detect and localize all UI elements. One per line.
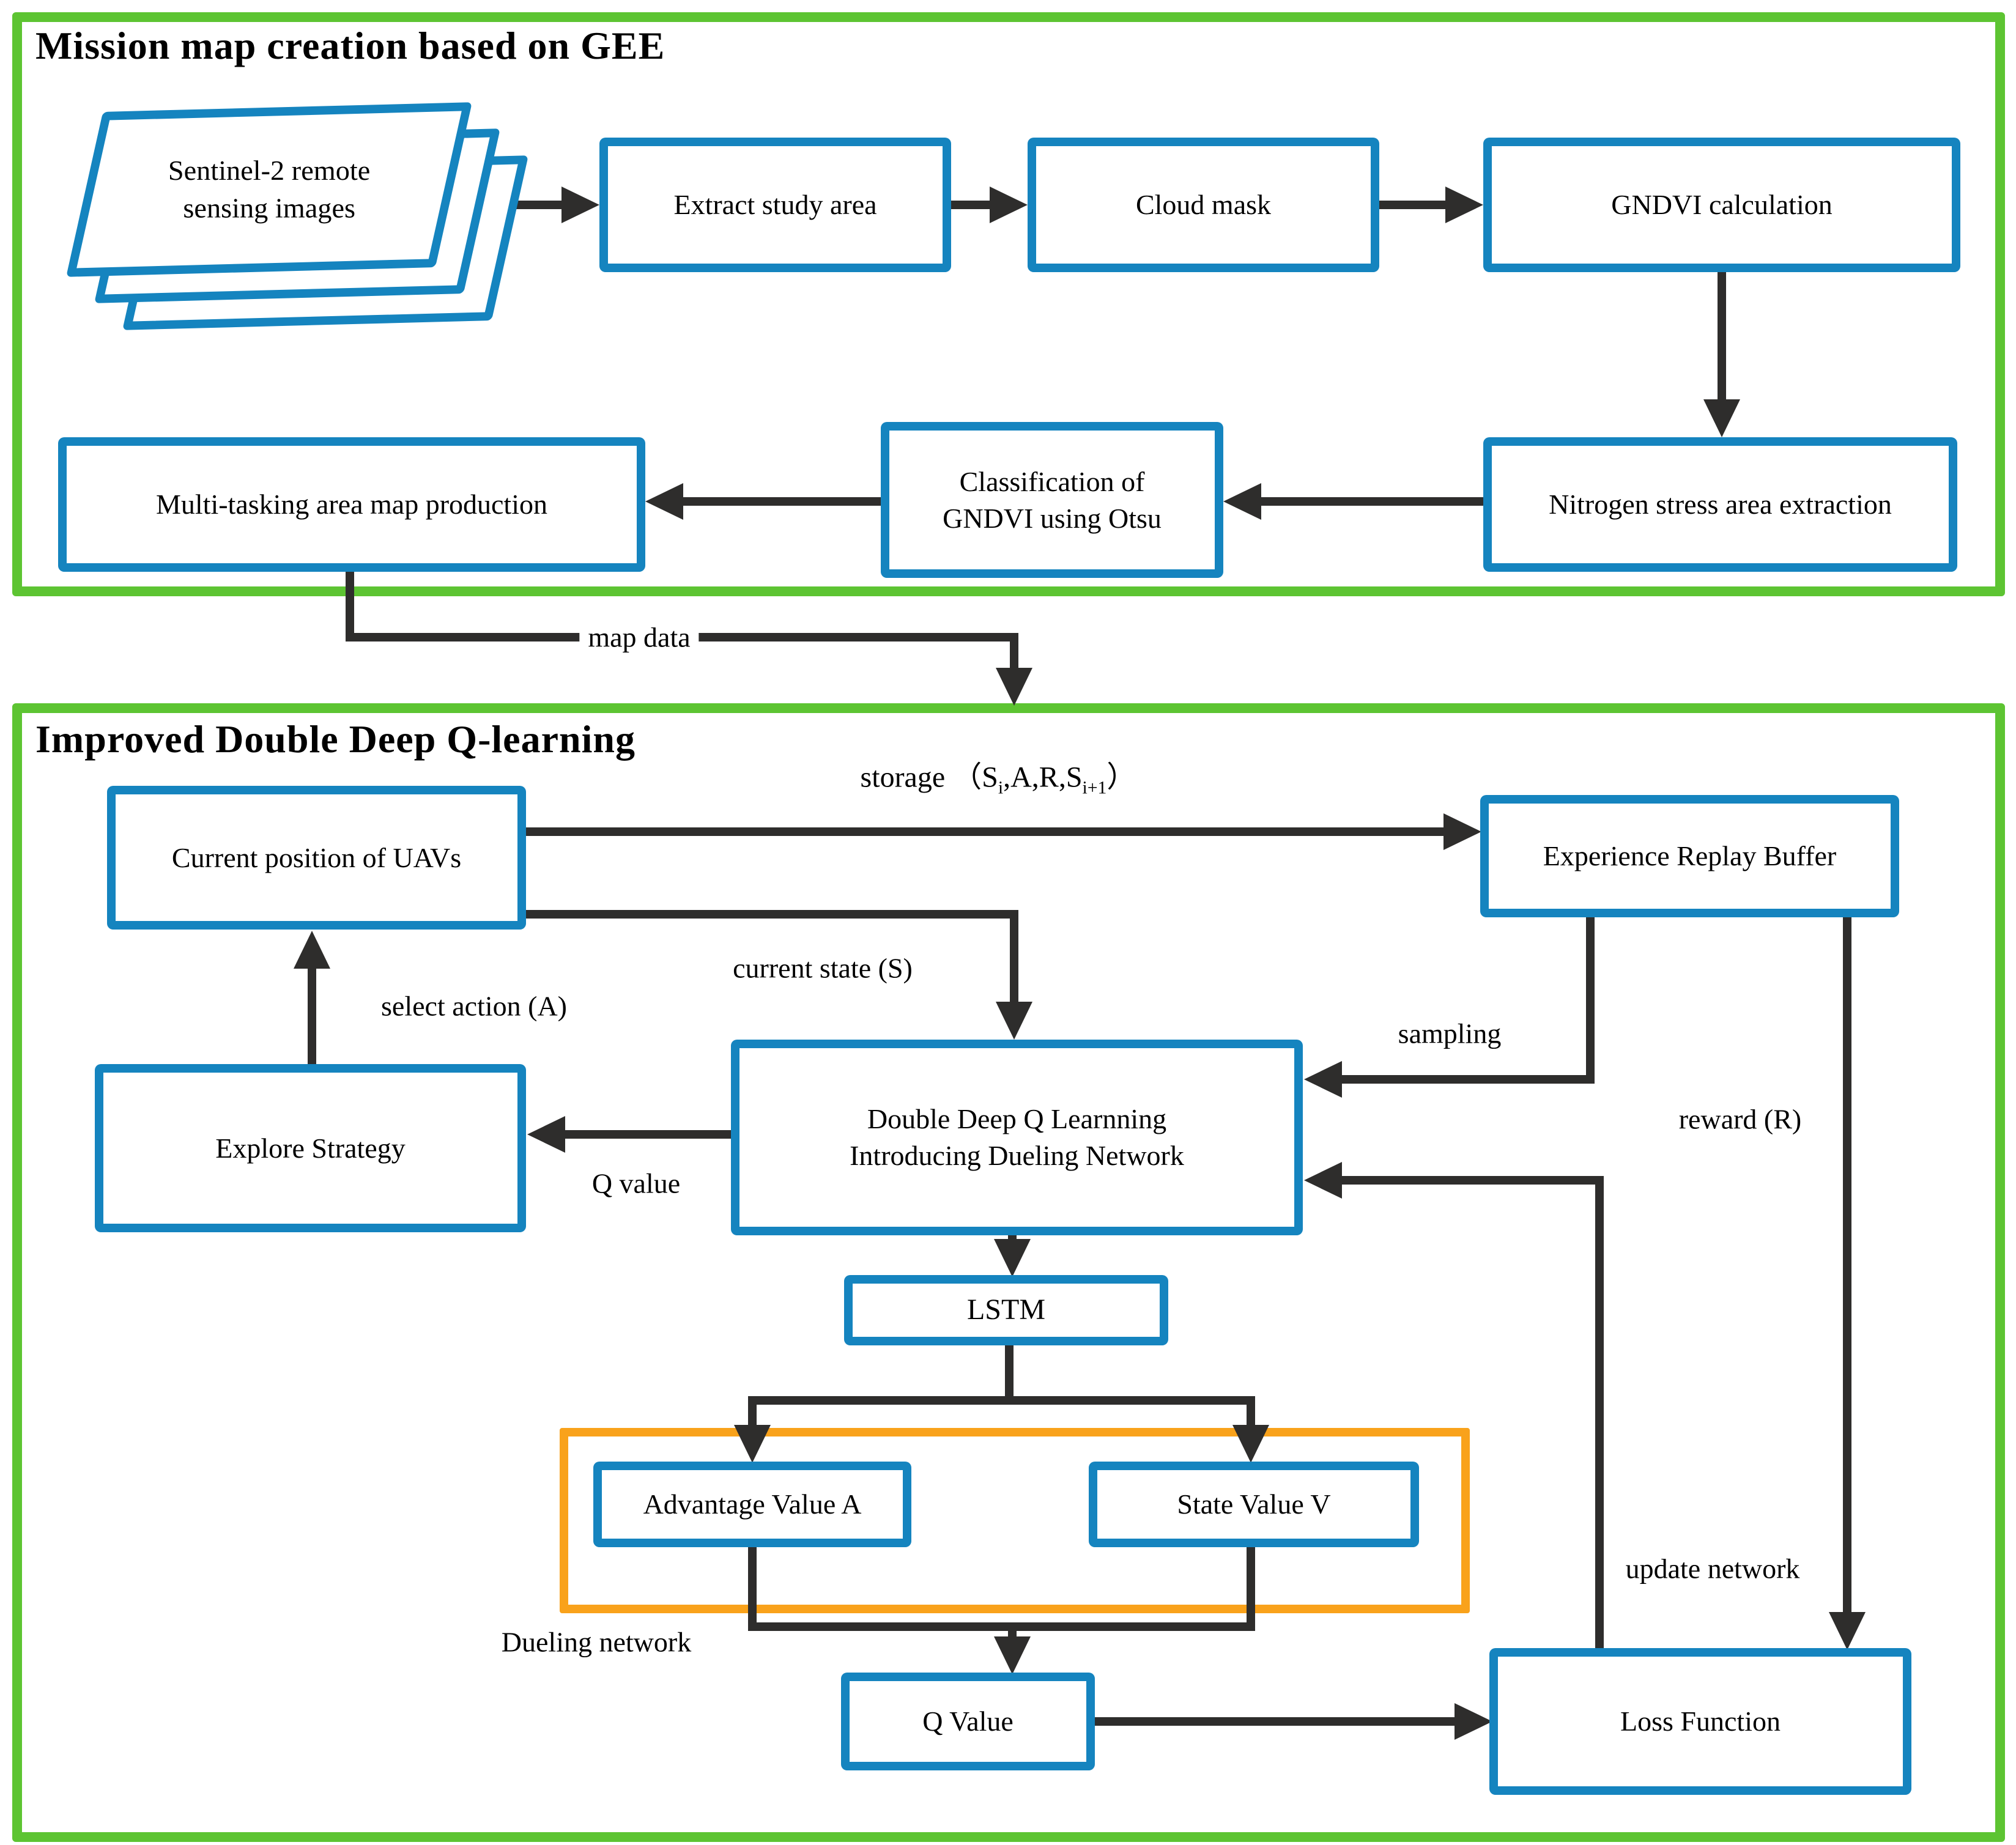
edge-selectaction-arrowhead: [294, 931, 330, 969]
edge-update-arrowhead: [1304, 1162, 1342, 1199]
edge-storage-arrowhead: [1443, 813, 1481, 850]
edge-advantage-arrowhead: [734, 1425, 771, 1463]
edge-merge-h: [748, 1622, 1255, 1631]
edge-sampling-h: [1340, 1075, 1595, 1084]
node-q-value: Q Value: [841, 1673, 1095, 1770]
edge-extract-cloud-line: [951, 201, 994, 209]
edge-sentinel-extract-line: [508, 201, 566, 209]
edge-cloud-gndvi-arrowhead: [1445, 187, 1483, 223]
edge-merge-arrowhead: [994, 1636, 1031, 1674]
edge-classification-multitask-arrowhead: [645, 483, 683, 520]
edge-nitrogen-classification-arrowhead: [1223, 483, 1261, 520]
qlearning-title: Improved Double Deep Q-learning: [35, 717, 636, 761]
ddqn-label: Double Deep Q Learnning Introducing Duel…: [850, 1103, 1184, 1171]
edge-advantage-stem: [748, 1547, 757, 1631]
edge-sentinel-extract-arrowhead: [561, 187, 599, 223]
edge-gndvi-nitrogen-line: [1718, 272, 1726, 404]
current-state-label: current state (S): [733, 952, 913, 984]
node-experience-replay-buffer: Experience Replay Buffer: [1480, 795, 1899, 917]
update-network-label: update network: [1625, 1553, 1800, 1584]
q-value-label: Q value: [591, 1167, 681, 1199]
edge-qvalue-arrowhead: [527, 1116, 565, 1153]
edge-currentstate-v: [1010, 910, 1018, 1005]
edge-qvalue-line: [564, 1130, 732, 1139]
classification-label: Classification of GNDVI using Otsu: [943, 465, 1162, 534]
node-ddqn-dueling: Double Deep Q Learnning Introducing Duel…: [731, 1040, 1303, 1235]
edge-qvaluebox-loss-line: [1095, 1717, 1456, 1726]
node-lstm: LSTM: [844, 1275, 1168, 1345]
node-classification-otsu: Classification of GNDVI using Otsu: [881, 422, 1223, 578]
node-current-position-uavs: Current position of UAVs: [107, 786, 526, 930]
edge-storage-line: [526, 827, 1447, 836]
edge-lstm-stem: [1005, 1344, 1014, 1405]
node-nitrogen-stress-extraction: Nitrogen stress area extraction: [1483, 437, 1957, 572]
edge-gndvi-nitrogen-arrowhead: [1703, 399, 1740, 437]
reward-label: reward (R): [1678, 1103, 1802, 1135]
edge-update-v: [1595, 1176, 1604, 1650]
edge-mapdata-v1: [346, 572, 354, 641]
node-sentinel-images: Sentinel-2 remote sensing images: [66, 102, 472, 277]
edge-sampling-v: [1586, 916, 1595, 1084]
edge-split-left-v: [748, 1400, 757, 1428]
node-loss-function: Loss Function: [1489, 1648, 1911, 1795]
mission-title: Mission map creation based on GEE: [35, 24, 665, 67]
edge-reward-arrowhead: [1829, 1612, 1866, 1650]
edge-sampling-arrowhead: [1304, 1061, 1342, 1098]
edge-nitrogen-classification-line: [1260, 497, 1483, 506]
select-action-label: select action (A): [381, 990, 567, 1022]
edge-merge-stem: [1008, 1622, 1017, 1640]
edge-statevalue-arrowhead: [1232, 1425, 1269, 1463]
node-multitask-map-production: Multi-tasking area map production: [58, 437, 645, 572]
edge-split-right-v: [1247, 1400, 1255, 1428]
node-gndvi-calculation: GNDVI calculation: [1483, 138, 1960, 272]
node-explore-strategy: Explore Strategy: [95, 1064, 526, 1232]
node-state-value: State Value V: [1089, 1462, 1419, 1547]
edge-currentstate-arrowhead: [996, 1002, 1032, 1040]
edge-split-h: [748, 1396, 1255, 1405]
dueling-network-label: Dueling network: [501, 1626, 692, 1658]
map-data-label: map data: [579, 621, 699, 654]
node-cloud-mask: Cloud mask: [1028, 138, 1379, 272]
edge-cloud-gndvi-line: [1379, 201, 1450, 209]
edge-classification-multitask-line: [683, 497, 881, 506]
edge-mapdata-arrowhead: [996, 668, 1032, 706]
edge-ddqn-lstm-arrowhead: [994, 1239, 1031, 1277]
node-extract-study-area: Extract study area: [599, 138, 951, 272]
node-advantage-value: Advantage Value A: [593, 1462, 911, 1547]
sentinel-label: Sentinel-2 remote sensing images: [168, 155, 371, 224]
sampling-label: sampling: [1398, 1018, 1502, 1049]
edge-currentstate-h: [526, 910, 1018, 919]
edge-qvaluebox-loss-arrowhead: [1455, 1703, 1492, 1740]
edge-extract-cloud-arrowhead: [990, 187, 1028, 223]
edge-statevalue-stem: [1247, 1547, 1255, 1631]
qlearning-section-border: [12, 703, 2005, 1842]
edge-update-h: [1340, 1176, 1604, 1185]
mission-section-border: [12, 12, 2005, 596]
edge-selectaction-line: [308, 967, 316, 1065]
edge-mapdata-v2: [1010, 633, 1018, 671]
edge-reward-v: [1843, 916, 1851, 1613]
storage-label: storage （Si,A,R,Si+1）: [860, 761, 1136, 798]
